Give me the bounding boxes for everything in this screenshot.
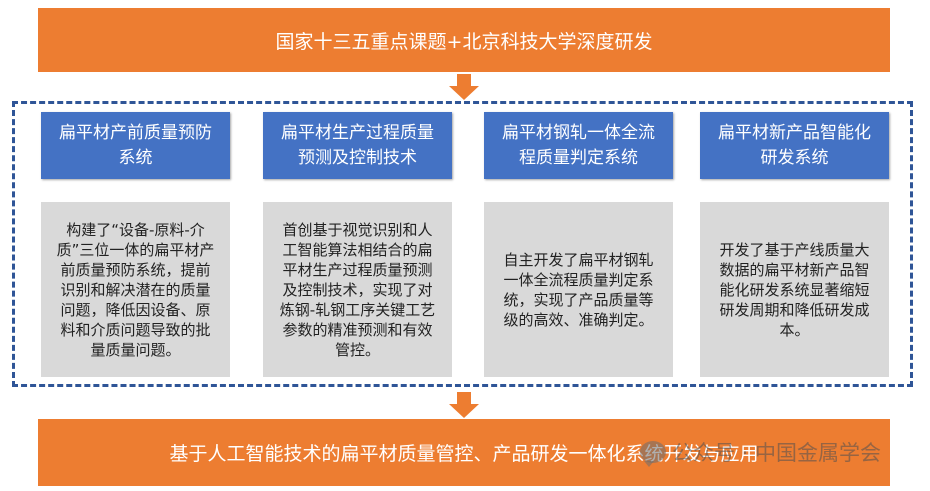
system-title-1: 扁平材产前质量预防系统: [41, 112, 230, 179]
system-column-2: 扁平材生产过程质量预测及控制技术 首创基于视觉识别和人工智能算法相结合的扁平材生…: [263, 112, 452, 377]
system-description-3: 自主开发了扁平材钢轧一体全流程质量判定系统，实现了产品质量等级的高效、准确判定。: [484, 202, 673, 377]
system-title-2: 扁平材生产过程质量预测及控制技术: [263, 112, 452, 179]
system-column-4: 扁平材新产品智能化研发系统 开发了基于产线质量大数据的扁平材新产品智能化研发系统…: [700, 112, 889, 377]
system-title-3: 扁平材钢轧一体全流程质量判定系统: [484, 112, 673, 179]
system-title-4: 扁平材新产品智能化研发系统: [700, 112, 889, 179]
system-description-1: 构建了“设备-原料-介质”三位一体的扁平材产前质量预防系统，提前识别和解决潜在的…: [41, 202, 230, 377]
bottom-banner-text: 基于人工智能技术的扁平材质量管控、产品研发一体化系统开发与应用: [169, 443, 759, 465]
system-description-4: 开发了基于产线质量大数据的扁平材新产品智能化研发系统显著缩短研发周期和降低研发成…: [700, 202, 889, 377]
bottom-banner: 基于人工智能技术的扁平材质量管控、产品研发一体化系统开发与应用: [38, 419, 890, 486]
top-banner-text: 国家十三五重点课题+北京科技大学深度研发: [275, 30, 653, 53]
watermark-text: 公众号 · 中国金属学会: [672, 441, 882, 465]
chat-bubble-icon: [640, 441, 666, 467]
dashed-group-frame: [12, 101, 913, 387]
watermark: 公众号 · 中国金属学会: [640, 437, 881, 467]
system-column-3: 扁平材钢轧一体全流程质量判定系统 自主开发了扁平材钢轧一体全流程质量判定系统，实…: [484, 112, 673, 377]
system-column-1: 扁平材产前质量预防系统 构建了“设备-原料-介质”三位一体的扁平材产前质量预防系…: [41, 112, 230, 377]
top-banner: 国家十三五重点课题+北京科技大学深度研发: [38, 8, 890, 72]
system-description-2: 首创基于视觉识别和人工智能算法相结合的扁平材生产过程质量预测及控制技术，实现了对…: [263, 202, 452, 377]
